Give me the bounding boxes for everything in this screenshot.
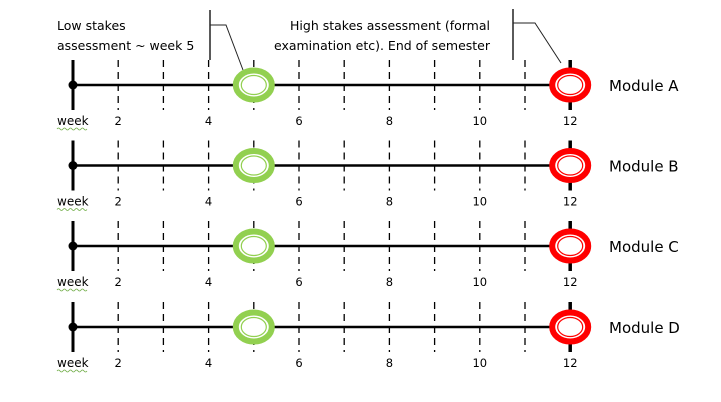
week-number-label: 8 (386, 114, 393, 128)
week-label: week (57, 356, 89, 370)
start-dot (68, 322, 78, 332)
low-stakes-marker-inner-ring (240, 155, 267, 176)
week-number-label: 2 (115, 356, 122, 370)
week-number-label: 2 (115, 195, 122, 209)
week-label: week (57, 195, 89, 209)
low-stakes-callout-leader (210, 24, 244, 71)
week-number-label: 8 (386, 356, 393, 370)
week-number-label: 4 (205, 356, 212, 370)
spellcheck-underline (56, 369, 88, 373)
low-stakes-callout: Low stakes assessment ~ week 5 (57, 10, 244, 71)
module-label: Module C (609, 238, 679, 256)
low-stakes-label-line2: assessment ~ week 5 (57, 38, 194, 53)
high-stakes-marker-inner-ring (557, 235, 584, 257)
week-number-label: 2 (115, 275, 122, 289)
week-number-label: 6 (295, 356, 302, 370)
high-stakes-marker-inner-ring (557, 74, 584, 96)
module-timeline-row: week 2 4 6 8 10 12 Module B (56, 140, 679, 211)
week-number-label: 12 (563, 356, 578, 370)
low-stakes-marker-inner-ring (240, 74, 267, 96)
week-label: week (57, 114, 89, 128)
spellcheck-underline (56, 208, 88, 211)
module-timeline-row: week 2 4 6 8 10 12 Module D (56, 302, 680, 373)
week-number-label: 10 (472, 195, 487, 209)
start-dot (68, 241, 78, 251)
spellcheck-underline (56, 288, 88, 292)
high-stakes-label-line1: High stakes assessment (formal (290, 18, 490, 33)
week-label: week (57, 275, 89, 289)
high-stakes-label-line2: examination etc). End of semester (274, 38, 491, 53)
module-timeline-row: week 2 4 6 8 10 12 Module A (56, 60, 679, 131)
module-label: Module B (609, 158, 679, 176)
low-stakes-marker-inner-ring (240, 316, 267, 338)
high-stakes-marker-inner-ring (557, 155, 584, 176)
high-stakes-callout-leader (513, 22, 562, 64)
week-number-label: 10 (472, 114, 487, 128)
low-stakes-label-line1: Low stakes (57, 18, 126, 33)
week-number-label: 8 (386, 275, 393, 289)
module-timeline-row: week 2 4 6 8 10 12 Module C (56, 221, 679, 292)
module-label: Module A (609, 77, 679, 95)
week-number-label: 4 (205, 275, 212, 289)
start-dot (68, 80, 78, 90)
spellcheck-underline (56, 127, 88, 131)
module-label: Module D (609, 319, 680, 337)
week-number-label: 4 (205, 195, 212, 209)
week-number-label: 2 (115, 114, 122, 128)
high-stakes-callout: High stakes assessment (formal examinati… (274, 9, 562, 64)
low-stakes-marker-inner-ring (240, 235, 267, 257)
high-stakes-marker-inner-ring (557, 316, 584, 338)
week-number-label: 12 (563, 275, 578, 289)
week-number-label: 10 (472, 275, 487, 289)
week-number-label: 6 (295, 114, 302, 128)
start-dot (68, 161, 78, 170)
week-number-label: 12 (563, 195, 578, 209)
week-number-label: 12 (563, 114, 578, 128)
week-number-label: 4 (205, 114, 212, 128)
week-number-label: 10 (472, 356, 487, 370)
week-number-label: 6 (295, 195, 302, 209)
week-number-label: 6 (295, 275, 302, 289)
week-number-label: 8 (386, 195, 393, 209)
